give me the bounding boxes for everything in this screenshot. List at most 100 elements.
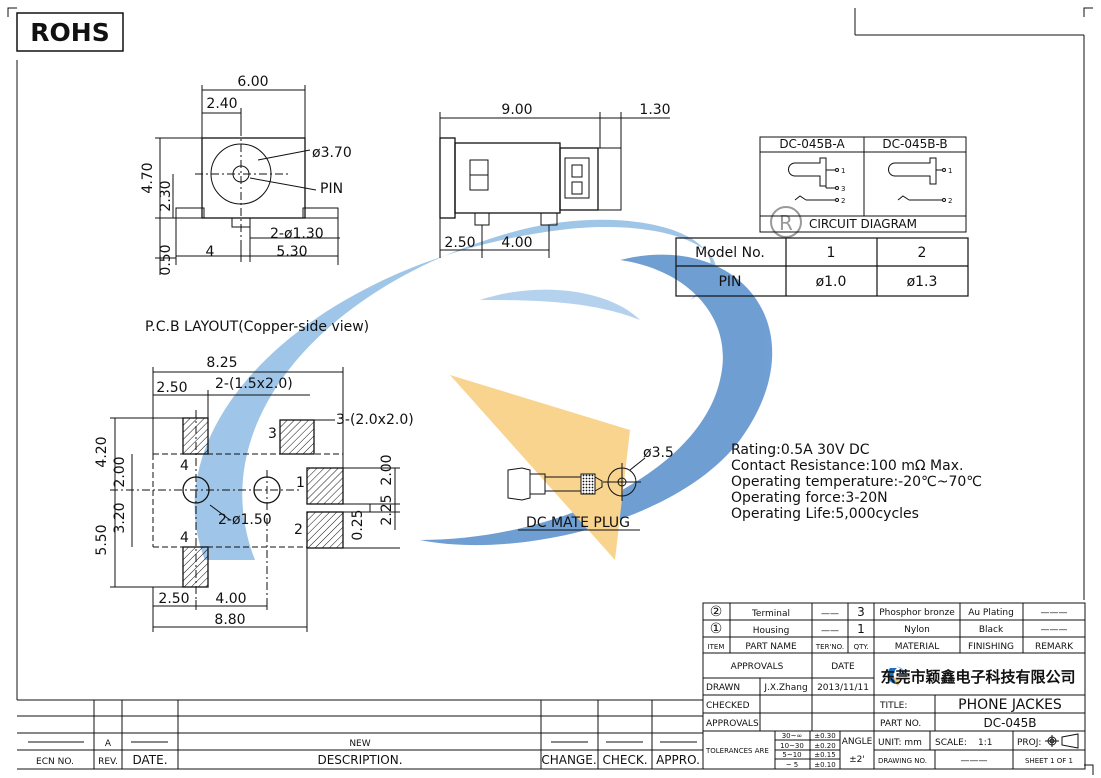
model-no-label: Model No.: [695, 245, 765, 261]
circuit-caption: CIRCUIT DIAGRAM: [809, 217, 917, 231]
tb-tolerances-label: TOLERANCES ARE: [705, 747, 769, 755]
tb-tol-range-0: 30~∞: [782, 732, 803, 740]
circuit-diagram: [759, 136, 967, 233]
bom-housing-ter: ——: [821, 626, 839, 636]
company-logo-icon: [887, 666, 907, 687]
front-view-dims: 6.00 2.40 ø3.70 PIN 2-ø1.30 4 5.30 4.70 …: [140, 74, 352, 276]
pcb-dim-b: 3.20: [112, 502, 128, 533]
tb-drawn-label: DRAWN: [706, 683, 740, 693]
pcb-dim-total-width: 8.25: [206, 355, 237, 371]
rev-label: REV.: [98, 757, 118, 767]
tb-tol-value-1: ±0.20: [814, 742, 835, 750]
dc-mate-plug-labels: ø3.5 DC MATE PLUG: [526, 445, 674, 531]
bom-terminal-ter: ——: [821, 609, 839, 619]
circuit-diagram-labels: DC-045B-A DC-045B-B 1 3 2 1 2 CIRCUIT DI…: [779, 137, 952, 231]
top-view: [439, 112, 670, 258]
tb-drawn-date: 2013/11/11: [817, 683, 869, 693]
dim-top-a: 2.50: [444, 235, 475, 251]
bom-header-finish: FINISHING: [968, 642, 1014, 652]
rev-check-label: CHECK.: [602, 753, 647, 767]
circuit-a-pin-3: 3: [841, 185, 845, 193]
tb-tol-range-2: 5~10: [782, 751, 801, 759]
pcb-dim-left-h: 4.20: [94, 436, 110, 467]
plug-caption: DC MATE PLUG: [526, 515, 630, 531]
tb-approvals-label: APPROVALS: [706, 719, 759, 729]
tb-tol-range-3: ~ 5: [786, 761, 799, 769]
tb-drawing-no: ———: [961, 756, 988, 766]
pin-row-label: PIN: [718, 274, 741, 290]
bom-terminal-material: Phosphor bronze: [879, 608, 955, 618]
bom-terminal-remark: ———: [1041, 608, 1068, 618]
pcb-dim-c: 5.50: [94, 524, 110, 555]
rev-change-label: CHANGE.: [541, 753, 596, 767]
specifications: Rating:0.5A 30V DC Contact Resistance:10…: [731, 442, 982, 522]
title-block: [702, 652, 1086, 770]
bom-header-item: ITEM: [708, 643, 725, 651]
dc-mate-plug: [507, 457, 646, 531]
bom-housing: Housing: [753, 626, 790, 636]
spec-resistance: Contact Resistance:100 mΩ Max.: [731, 458, 963, 474]
dim-tail: 1.30: [639, 102, 670, 118]
rev-value: A: [105, 739, 112, 749]
revision-table: [17, 699, 703, 770]
registered-mark-text: R: [779, 211, 793, 235]
tb-unit: UNIT: mm: [878, 738, 922, 748]
pcb-pad-note: 2-(1.5x2.0): [215, 376, 293, 392]
pcb-layout-title: P.C.B LAYOUT(Copper-side view): [145, 319, 369, 335]
tb-company-name: 东莞市颖鑫电子科技有限公司: [880, 668, 1075, 686]
circuit-a-pin-2: 2: [841, 197, 845, 205]
spec-rating: Rating:0.5A 30V DC: [731, 442, 870, 458]
dim-top-b: 4.00: [501, 235, 532, 251]
pcb-layout-dims: 8.25 2.50 2-(1.5x2.0) 3-(2.0x2.0) 3 4 1 …: [94, 355, 414, 628]
tb-scale-label: SCALE:: [935, 738, 967, 748]
dim-offset: 2.40: [206, 96, 237, 112]
pcb-pad-label-1: 1: [296, 475, 305, 491]
pcb-dim-a: 2.00: [112, 456, 128, 487]
bom-header-ter: TER'NO.: [815, 643, 844, 651]
bom-header-remark: REMARK: [1035, 642, 1074, 652]
spec-life: Operating Life:5,000cycles: [731, 506, 919, 522]
revision-table-text: A NEW ECN NO. REV. DATE. DESCRIPTION. CH…: [36, 739, 700, 767]
pcb-pad-label-4-top: 4: [180, 458, 189, 474]
dim-width: 6.00: [237, 74, 268, 90]
dim-center: 2.30: [158, 180, 174, 211]
pin-label: PIN: [320, 181, 343, 197]
tb-date-header: DATE: [831, 662, 855, 672]
tb-title: PHONE JACKES: [958, 697, 1062, 713]
bom-header-name: PART NAME: [745, 642, 797, 652]
bom-table-text: ② Terminal —— 3 Phosphor bronze Au Plati…: [708, 604, 1075, 652]
pcb-pad-label-2: 2: [294, 522, 303, 538]
pcb-dim-r3: 0.25: [350, 509, 366, 540]
circuit-col-a: DC-045B-A: [779, 137, 845, 151]
tb-scale: 1:1: [978, 738, 992, 748]
pcb-dim-r2: 2.25: [379, 494, 395, 525]
dim-pin-dia: 2-ø1.30: [270, 226, 324, 242]
bom-terminal-finish: Au Plating: [968, 608, 1014, 618]
pcb-dim-bot2: 4.00: [215, 591, 246, 607]
tb-tol-range-1: 10~30: [780, 742, 804, 750]
model-2: 2: [918, 245, 927, 261]
tb-angle-value: ±2': [849, 755, 865, 765]
circuit-b-pin-2: 2: [948, 197, 952, 205]
plug-diameter: ø3.5: [643, 445, 674, 461]
pcb-pad-label-4-bottom: 4: [180, 530, 189, 546]
spec-temperature: Operating temperature:-20℃~70℃: [731, 474, 982, 490]
model-1: 1: [827, 245, 836, 261]
bom-housing-qty: 1: [857, 622, 865, 636]
model-table-text: Model No. 1 2 PIN ø1.0 ø1.3: [695, 245, 937, 290]
rev-description-label: DESCRIPTION.: [317, 753, 402, 767]
dim-length: 9.00: [501, 102, 532, 118]
bom-housing-remark: ———: [1041, 625, 1068, 635]
rev-date-label: DATE.: [132, 753, 167, 767]
pin-size-1: ø1.0: [816, 274, 847, 290]
bom-terminal: Terminal: [751, 609, 790, 619]
top-view-dims: 9.00 1.30 2.50 4.00: [444, 102, 670, 251]
pcb-dim-bot-total: 8.80: [214, 612, 245, 628]
tb-tol-value-2: ±0.15: [814, 751, 835, 759]
dim-height: 4.70: [140, 162, 156, 193]
tb-proj-label: PROJ:: [1017, 738, 1041, 748]
watermark-logo: [194, 219, 773, 561]
dim-hole-dia: ø3.70: [312, 145, 352, 161]
bom-item-2: ②: [710, 604, 723, 620]
